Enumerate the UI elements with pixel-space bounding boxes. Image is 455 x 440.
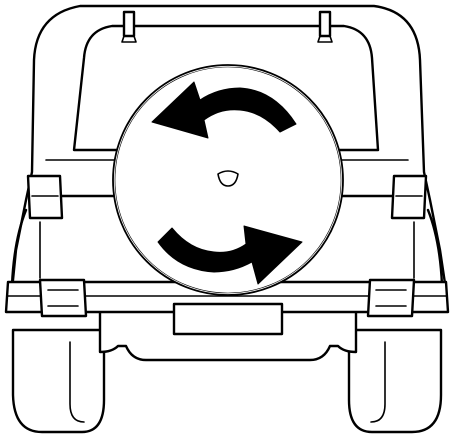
left-rear-tire	[13, 330, 104, 432]
right-rear-tire	[349, 330, 441, 432]
license-plate-mount	[174, 304, 282, 334]
left-bumper-cap	[40, 280, 86, 316]
right-tail-light	[392, 176, 426, 218]
left-tail-light	[28, 176, 62, 218]
right-bumper-cap	[368, 280, 414, 316]
